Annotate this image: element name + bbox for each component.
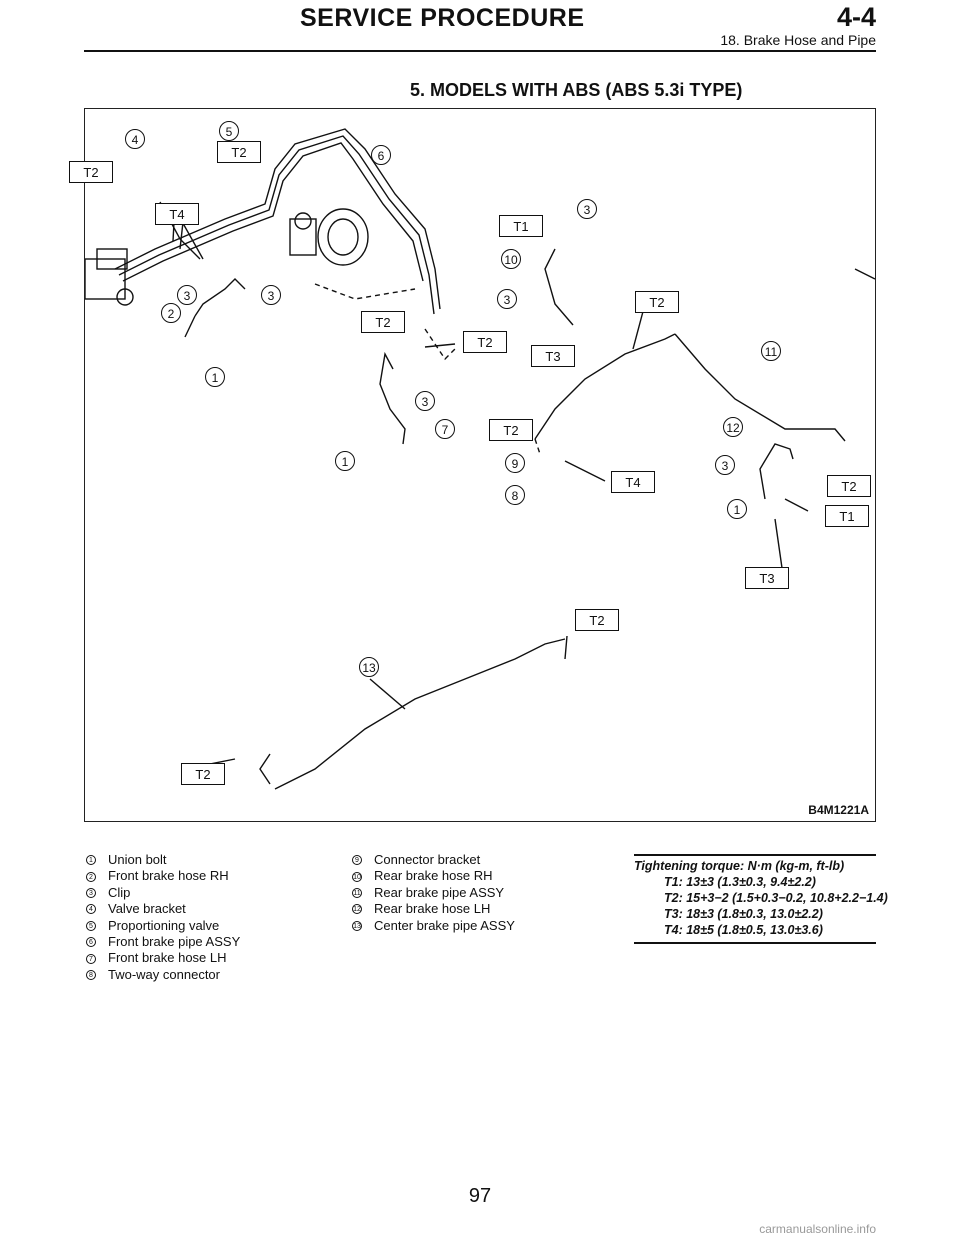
legend-number: 7 — [86, 953, 96, 964]
callout-3: 3 — [415, 391, 435, 411]
brake-hose-diagram: T2 T4 T2 T2 T2 T1 T2 T3 T2 T4 T2 T1 T3 T… — [69, 108, 876, 822]
torque-line-t4: T4: 18±5 (1.8±0.5, 13.0±3.6) — [664, 923, 823, 937]
torque-label-t3: T3 — [745, 567, 789, 589]
page-number: 97 — [468, 1185, 492, 1207]
legend-item: 2 Front brake hose RH — [84, 868, 240, 884]
legend-number: 5 — [86, 920, 96, 931]
legend-item: 13 Center brake pipe ASSY — [350, 918, 515, 934]
torque-label-t2: T2 — [827, 475, 871, 497]
legend-number: 9 — [352, 855, 362, 866]
torque-line-t2: T2: 15+3−2 (1.5+0.3−0.2, 10.8+2.2−1.4) — [664, 891, 888, 905]
page-header-title: SERVICE PROCEDURE — [300, 4, 585, 32]
torque-label-t2: T2 — [635, 291, 679, 313]
tightening-torque-box: Tightening torque: N·m (kg-m, ft-lb) T1:… — [634, 854, 888, 944]
legend-number: 8 — [86, 969, 96, 980]
callout-8: 8 — [505, 485, 525, 505]
torque-label-t2: T2 — [489, 419, 533, 441]
callout-3: 3 — [261, 285, 281, 305]
callout-7: 7 — [435, 419, 455, 439]
legend-number: 3 — [86, 887, 96, 898]
legend-item: 8 Two-way connector — [84, 967, 240, 983]
callout-2: 2 — [161, 303, 181, 323]
torque-label-t3: T3 — [531, 345, 575, 367]
callout-10: 10 — [501, 249, 521, 269]
torque-line-t1: T1: 13±3 (1.3±0.3, 9.4±2.2) — [664, 875, 816, 889]
torque-label-t2: T2 — [69, 161, 113, 183]
callout-3: 3 — [177, 285, 197, 305]
torque-label-t2: T2 — [181, 763, 225, 785]
legend-item: 10 Rear brake hose RH — [350, 868, 515, 884]
legend-text: Front brake pipe ASSY — [108, 933, 241, 949]
legend-text: Center brake pipe ASSY — [374, 917, 515, 933]
legend-item: 1 Union bolt — [84, 852, 240, 868]
torque-label-t2: T2 — [575, 609, 619, 631]
legend-number: 12 — [352, 904, 362, 915]
legend-text: Proportioning valve — [108, 917, 220, 933]
legend-text: Front brake hose LH — [108, 950, 227, 966]
legend-item: 9 Connector bracket — [350, 852, 515, 868]
legend-item: 4 Valve bracket — [84, 901, 240, 917]
legend-text: Union bolt — [108, 852, 167, 867]
torque-label-t4: T4 — [155, 203, 199, 225]
legend-text: Rear brake hose RH — [374, 868, 493, 884]
diagram-line-art — [85, 128, 876, 790]
callout-3: 3 — [577, 199, 597, 219]
section-heading: 5. MODELS WITH ABS (ABS 5.3i TYPE) — [410, 80, 743, 100]
callout-1: 1 — [727, 499, 747, 519]
callout-13: 13 — [359, 657, 379, 677]
legend-number: 4 — [86, 904, 96, 915]
header-divider — [84, 50, 876, 52]
torque-label-t4: T4 — [611, 471, 655, 493]
legend-text: Rear brake hose LH — [374, 901, 491, 917]
callout-9: 9 — [505, 453, 525, 473]
torque-label-t2: T2 — [361, 311, 405, 333]
callout-1: 1 — [335, 451, 355, 471]
figure-code: B4M1221A — [808, 803, 869, 817]
legend-number: 2 — [86, 871, 96, 882]
legend-item: 7 Front brake hose LH — [84, 950, 240, 966]
legend-text: Front brake hose RH — [108, 868, 229, 884]
legend-item: 11 Rear brake pipe ASSY — [350, 885, 515, 901]
callout-4: 4 — [125, 129, 145, 149]
watermark: carmanualsonline.info — [759, 1222, 876, 1236]
legend-item: 12 Rear brake hose LH — [350, 901, 515, 917]
callout-6: 6 — [371, 145, 391, 165]
callout-1: 1 — [205, 367, 225, 387]
legend-text: Valve bracket — [108, 901, 186, 917]
legend-text: Connector bracket — [374, 852, 481, 867]
legend-number: 11 — [352, 887, 362, 898]
legend-number: 13 — [352, 920, 362, 931]
legend-number: 6 — [86, 937, 96, 948]
legend-item: 3 Clip — [84, 885, 240, 901]
legend-text: Two-way connector — [108, 966, 220, 982]
legend-item: 6 Front brake pipe ASSY — [84, 934, 240, 950]
torque-line-t3: T3: 18±3 (1.8±0.3, 13.0±2.2) — [664, 907, 823, 921]
callout-5: 5 — [219, 121, 239, 141]
callout-3: 3 — [497, 289, 517, 309]
page-header-subtitle: 18. Brake Hose and Pipe — [720, 32, 876, 48]
legend-item: 5 Proportioning valve — [84, 918, 240, 934]
legend-text: Clip — [108, 884, 131, 900]
callout-3: 3 — [715, 455, 735, 475]
section-number: 4-4 — [836, 2, 876, 32]
torque-label-t2: T2 — [463, 331, 507, 353]
torque-label-t2: T2 — [217, 141, 261, 163]
torque-heading: Tightening torque: N·m (kg-m, ft-lb) — [634, 859, 845, 873]
legend-left: 1 Union bolt 2 Front brake hose RH 3 Clip 4… — [84, 852, 240, 983]
callout-11: 11 — [761, 341, 781, 361]
callout-12: 12 — [723, 417, 743, 437]
legend-number: 10 — [352, 871, 362, 882]
torque-label-t1: T1 — [499, 215, 543, 237]
legend-number: 1 — [86, 855, 96, 866]
legend-text: Rear brake pipe ASSY — [374, 884, 505, 900]
torque-label-t1: T1 — [825, 505, 869, 527]
